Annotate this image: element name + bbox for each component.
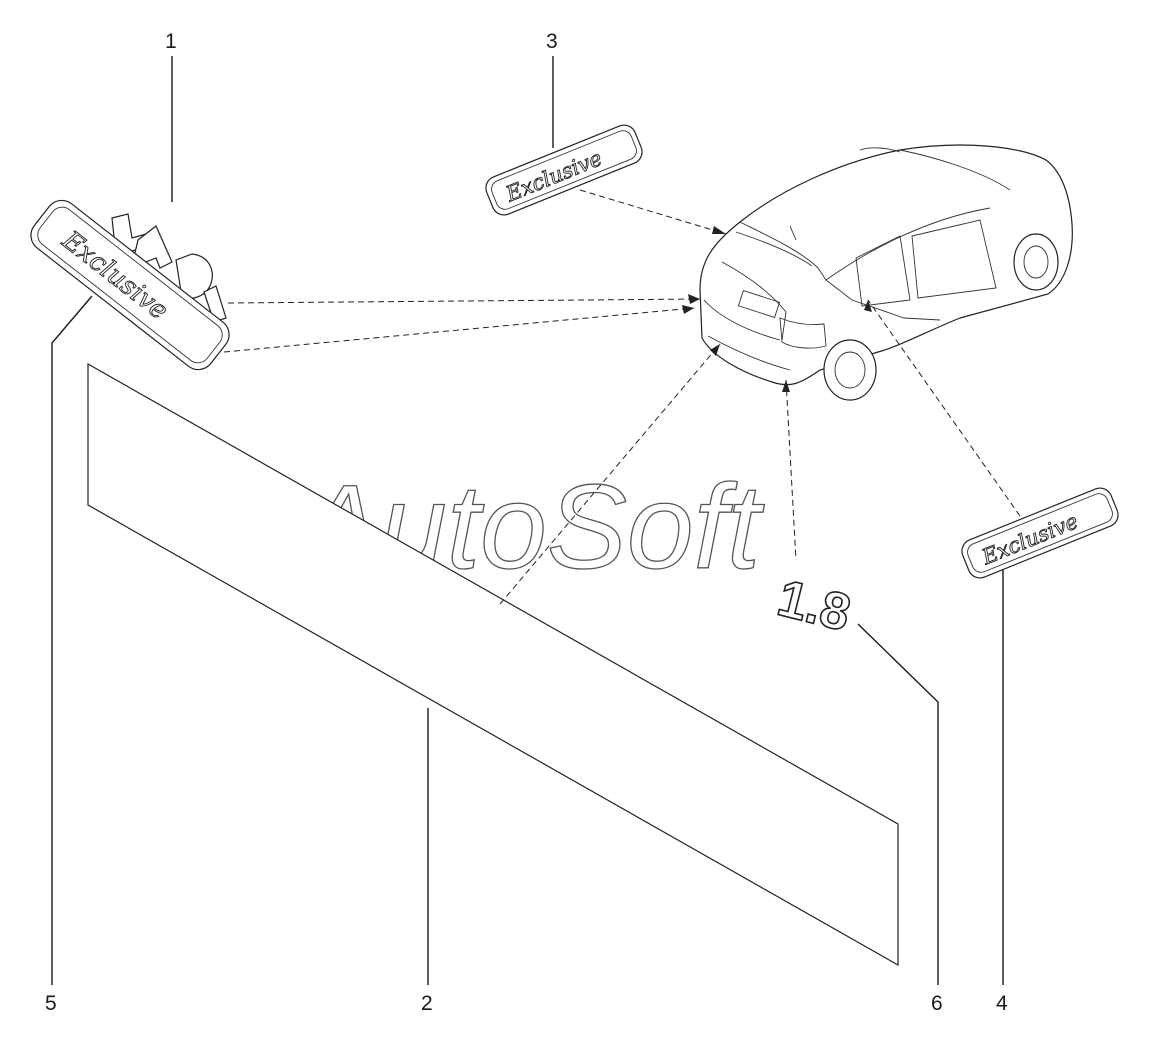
part-6-emblem-text: 1.8 — [772, 569, 856, 643]
callout-3: 3 — [546, 30, 558, 53]
callout-2: 2 — [421, 992, 433, 1015]
part-2-sheet — [87, 362, 899, 967]
part-4-exclusive-badge: Exclusive — [961, 487, 1119, 579]
part-3-exclusive-badge: Exclusive — [485, 124, 643, 216]
car-illustration — [699, 144, 1073, 401]
part-6-engine-emblem: 1.8 — [771, 568, 857, 643]
leader-lines — [51, 56, 1004, 985]
callout-5: 5 — [45, 992, 57, 1015]
assembly-lines — [223, 189, 1021, 605]
callout-4: 4 — [996, 992, 1008, 1015]
callout-1: 1 — [165, 30, 177, 53]
callout-6: 6 — [931, 992, 943, 1015]
callout-labels: 1 2 3 4 5 6 — [45, 30, 1008, 1015]
